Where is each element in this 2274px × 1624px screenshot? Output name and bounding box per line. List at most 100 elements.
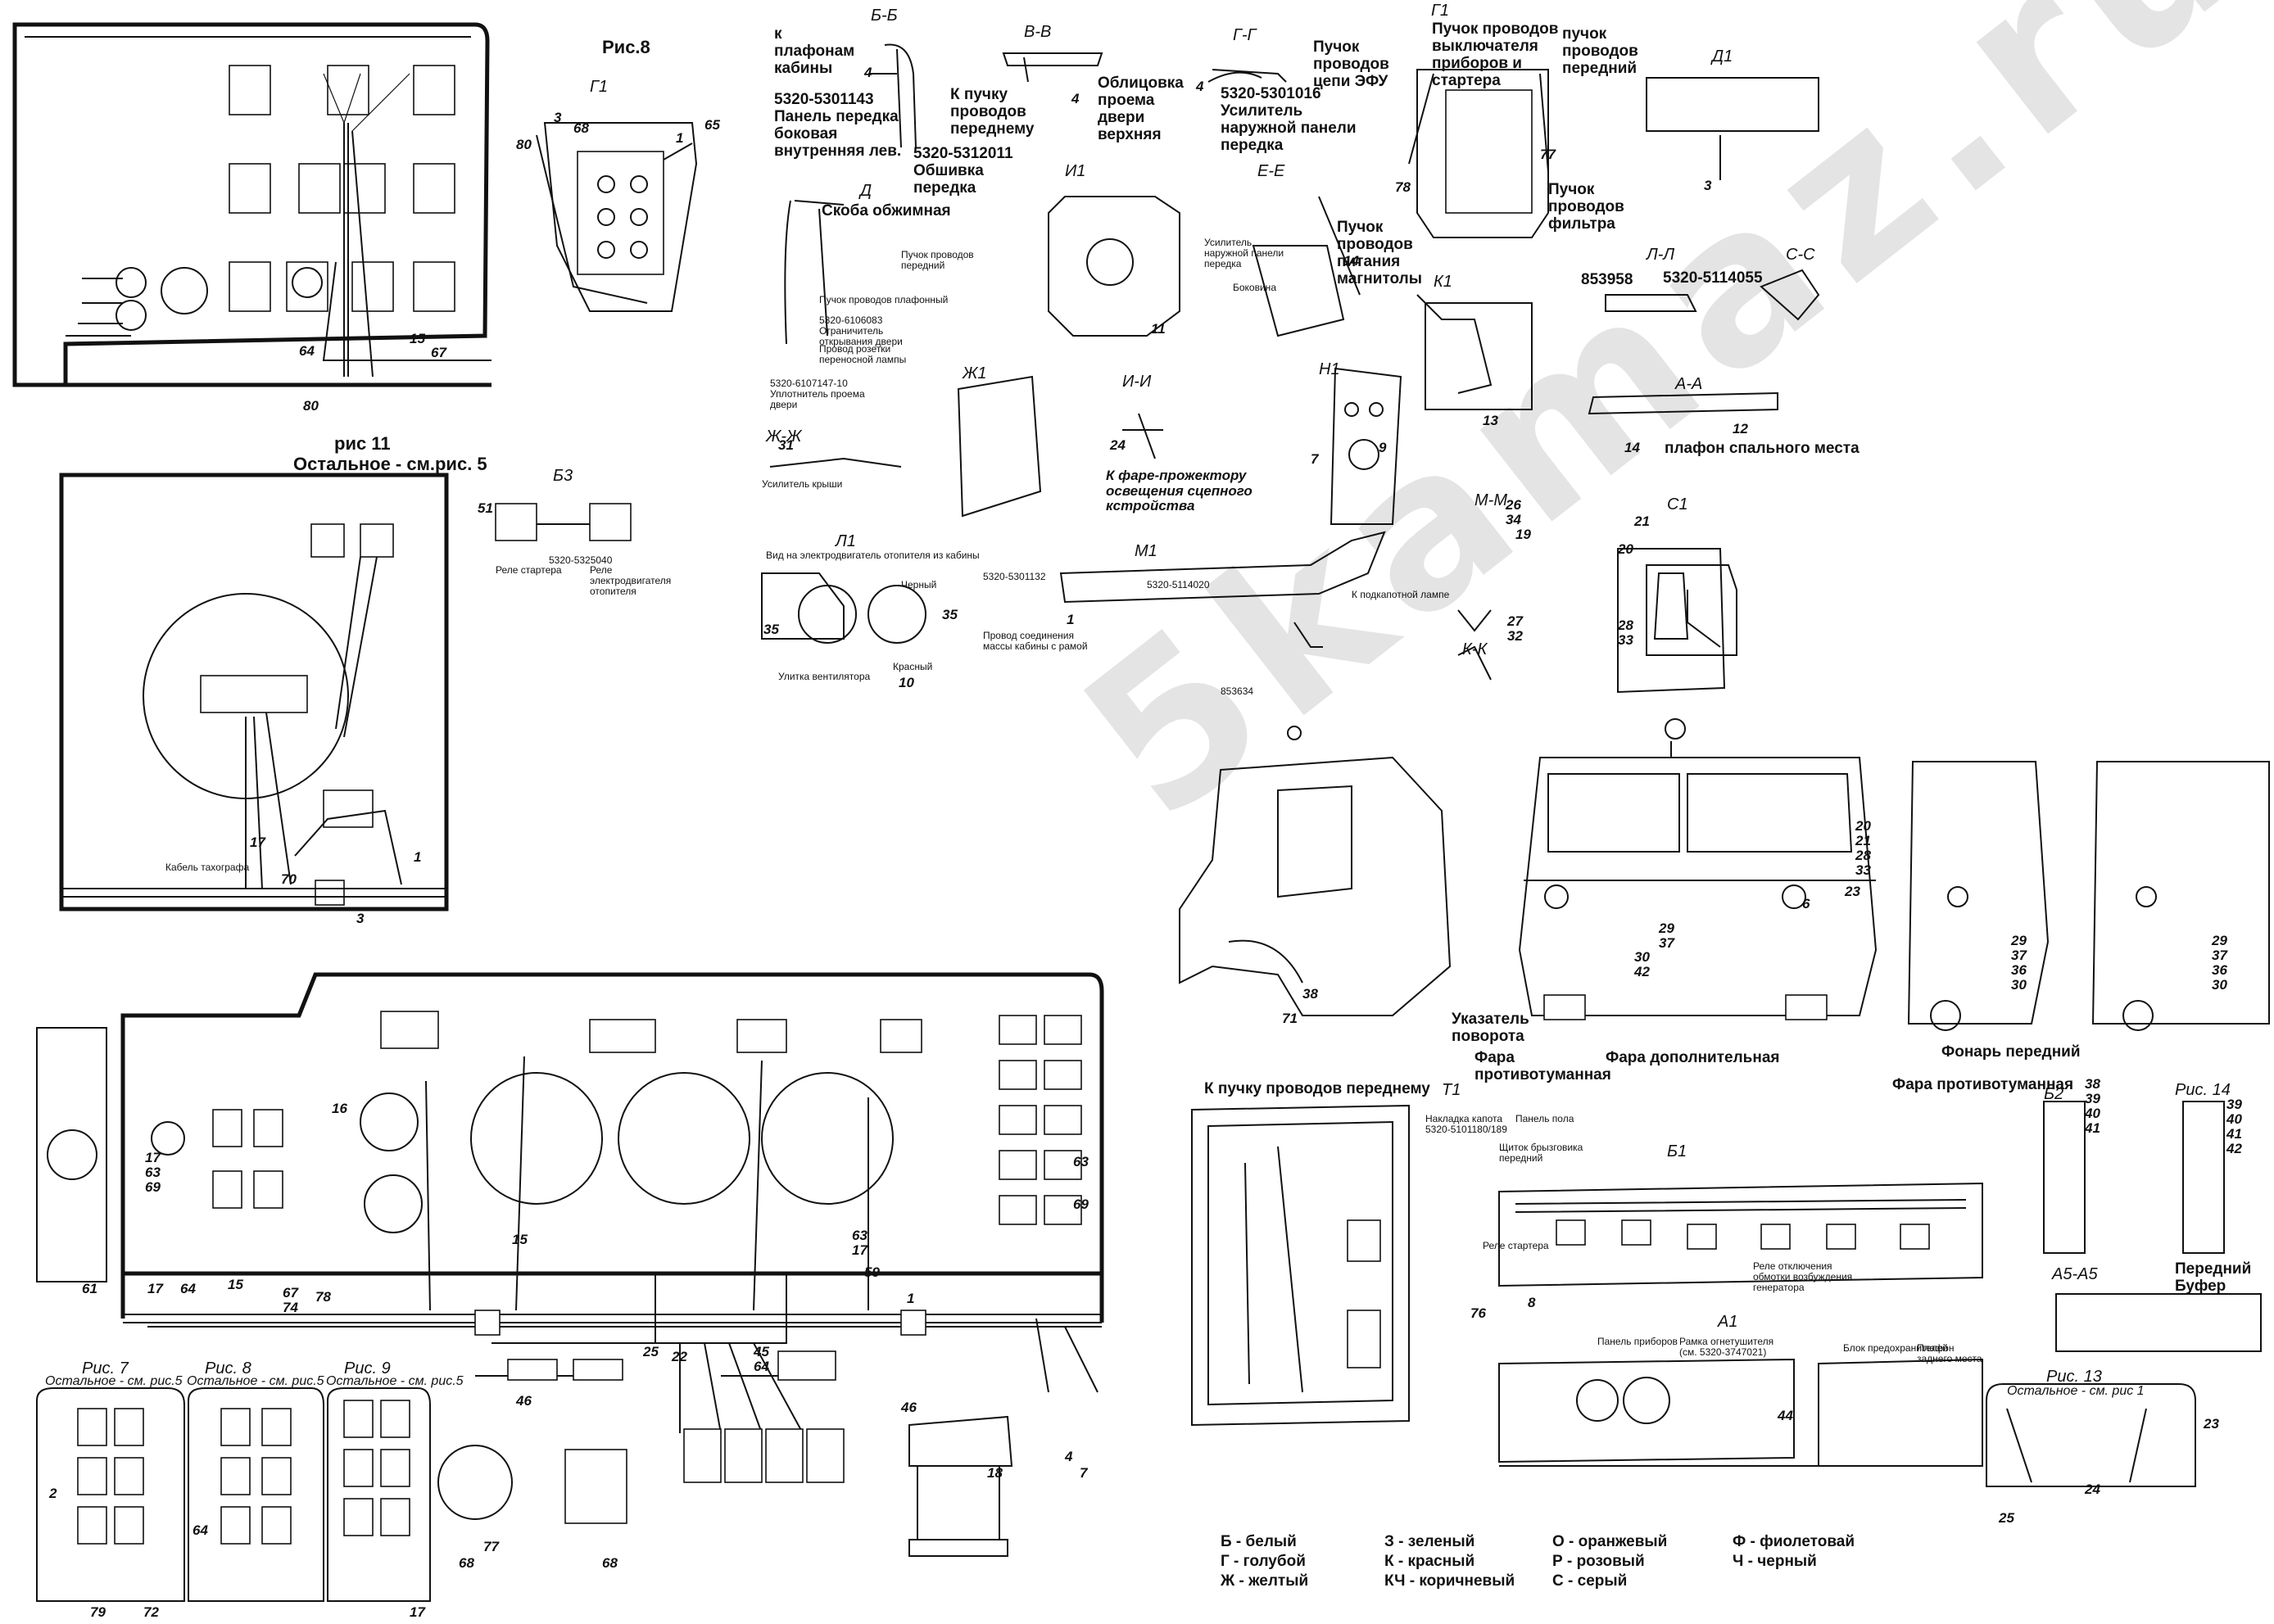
section-d: Д <box>860 182 872 200</box>
fig9-title: Рис. 9 <box>344 1359 391 1377</box>
num-63b: 63 <box>852 1228 867 1243</box>
num-26: 26 <box>1506 497 1521 513</box>
num-36: 36 <box>2011 962 2027 978</box>
callout-a1-extinguisher: Рамка огнетушителя (см. 5320-3747021) <box>1679 1336 1774 1359</box>
section-mm: М-М <box>1474 491 1507 509</box>
b1-relay-strip <box>1498 1182 1983 1287</box>
num-4c: 4 <box>1196 79 1204 94</box>
section-i1: И1 <box>1065 162 1086 180</box>
callout-bb-obshivka: 5320-5312011 Обшивка передка <box>913 145 1013 197</box>
num-1d: 1 <box>907 1291 915 1306</box>
section-g1-left: Г1 <box>590 78 609 96</box>
num-42b: 42 <box>2226 1141 2242 1156</box>
num-30: 30 <box>1634 949 1650 965</box>
num-51: 51 <box>478 500 493 516</box>
num-1b: 1 <box>1067 612 1075 627</box>
callout-a1-fuse: Блок предохранителей <box>1843 1342 1948 1354</box>
num-13: 13 <box>1483 413 1498 428</box>
num-45: 45 <box>754 1344 769 1359</box>
num-64: 64 <box>299 343 315 359</box>
legend-item: К - красный <box>1384 1553 1475 1570</box>
callout-ee-side: Боковина <box>1233 282 1276 293</box>
num-23: 23 <box>1845 884 1860 899</box>
section-ll: Л-Л <box>1647 246 1675 264</box>
fig11-panel <box>59 473 449 912</box>
section-k1: К1 <box>1434 273 1452 291</box>
switch-details <box>437 1445 627 1524</box>
callout-m1-part1: 5320-5301132 <box>983 571 1046 582</box>
num-21b: 21 <box>1855 833 1871 848</box>
callout-m1-lamp: К подкапотной лампе <box>1352 589 1450 600</box>
legend-item: О - оранжевый <box>1552 1533 1668 1550</box>
num-39b: 39 <box>2226 1097 2242 1112</box>
callout-t1-floor: Панель пола <box>1515 1113 1574 1124</box>
section-a5a5: А5-А5 <box>2052 1265 2098 1283</box>
b2-bumper-details <box>2043 1101 2262 1352</box>
callout-turn-signal: Указатель поворота <box>1452 1011 1529 1045</box>
num-29b: 29 <box>2011 933 2027 948</box>
section-b2: Б2 <box>2044 1085 2064 1103</box>
num-7b: 7 <box>1080 1465 1088 1481</box>
num-61: 61 <box>82 1281 97 1296</box>
num-41b: 41 <box>2226 1126 2242 1142</box>
num-64d: 64 <box>193 1522 208 1538</box>
num-41: 41 <box>2085 1120 2100 1136</box>
truck-front-view <box>1518 718 1878 1020</box>
callout-fog-lamp-2: Фара противотуманная <box>1892 1076 2074 1093</box>
num-39: 39 <box>2085 1091 2100 1106</box>
num-40b: 40 <box>2226 1111 2242 1127</box>
num-29c: 29 <box>2212 933 2227 948</box>
num-70: 70 <box>281 871 297 887</box>
callout-relay-excitation: Реле отключения обмотки возбуждения гене… <box>1753 1260 1853 1294</box>
section-b3: Б3 <box>553 467 573 485</box>
callout-fog-lamp: Фара противотуманная <box>1474 1049 1611 1083</box>
section-ii: И-И <box>1122 373 1152 391</box>
num-42: 42 <box>1634 964 1650 979</box>
num-20b: 20 <box>1855 818 1871 834</box>
callout-d-plafond: Пучок проводов плафонный <box>819 294 949 305</box>
num-33b: 33 <box>1855 862 1871 878</box>
section-zh1: Ж1 <box>963 364 987 382</box>
num-25: 25 <box>1999 1510 2014 1526</box>
callout-front-lamp: Фонарь передний <box>1941 1043 2081 1061</box>
num-17d: 17 <box>852 1242 867 1258</box>
callout-vv-door: Облицовка проема двери верхняя <box>1098 75 1184 143</box>
num-44: 44 <box>1778 1408 1793 1423</box>
callout-a1-panel: Панель приборов <box>1597 1336 1678 1347</box>
num-11: 11 <box>1151 321 1166 337</box>
callout-vv-front: К пучку проводов переднему <box>950 86 1035 138</box>
num-34: 34 <box>1506 512 1521 527</box>
legend-item: З - зеленый <box>1384 1533 1475 1550</box>
section-t1: Т1 <box>1442 1081 1461 1099</box>
legend-item: Ж - желтый <box>1221 1572 1309 1590</box>
callout-gg-reinforcer: 5320-5301016 Усилитель наружной панели п… <box>1221 85 1357 154</box>
num-80b: 80 <box>516 137 532 152</box>
num-65: 65 <box>704 117 720 133</box>
num-4a: 4 <box>864 65 872 80</box>
callout-aa-plafond: плафон спального места <box>1665 440 1860 457</box>
section-c1: С1 <box>1667 495 1688 513</box>
num-79: 79 <box>90 1604 106 1620</box>
num-10: 10 <box>899 675 914 690</box>
a1-instrument-panel <box>1498 1358 1983 1467</box>
num-29: 29 <box>1659 921 1674 936</box>
num-30b: 30 <box>2011 977 2027 993</box>
fig13-panel <box>1986 1383 2196 1487</box>
section-bb: Б-Б <box>871 7 898 25</box>
callout-l1-fan: Улитка вентилятора <box>778 671 871 682</box>
callout-ll-part2: 5320-5114055 <box>1663 269 1763 287</box>
num-15c: 15 <box>512 1232 528 1247</box>
section-a1: А1 <box>1718 1313 1738 1331</box>
num-12: 12 <box>1733 421 1748 437</box>
num-27: 27 <box>1507 613 1523 629</box>
num-69b: 69 <box>1073 1197 1089 1212</box>
section-kk: К-К <box>1462 640 1488 658</box>
num-64c: 64 <box>754 1359 769 1374</box>
num-15: 15 <box>410 331 425 346</box>
callout-b3-starter: Реле стартера <box>496 564 562 576</box>
num-3c: 3 <box>356 911 365 926</box>
num-7: 7 <box>1311 451 1319 467</box>
callout-g1-front: пучок проводов передний <box>1562 25 1638 77</box>
num-69: 69 <box>145 1179 161 1195</box>
section-ee: Е-Е <box>1257 162 1285 180</box>
